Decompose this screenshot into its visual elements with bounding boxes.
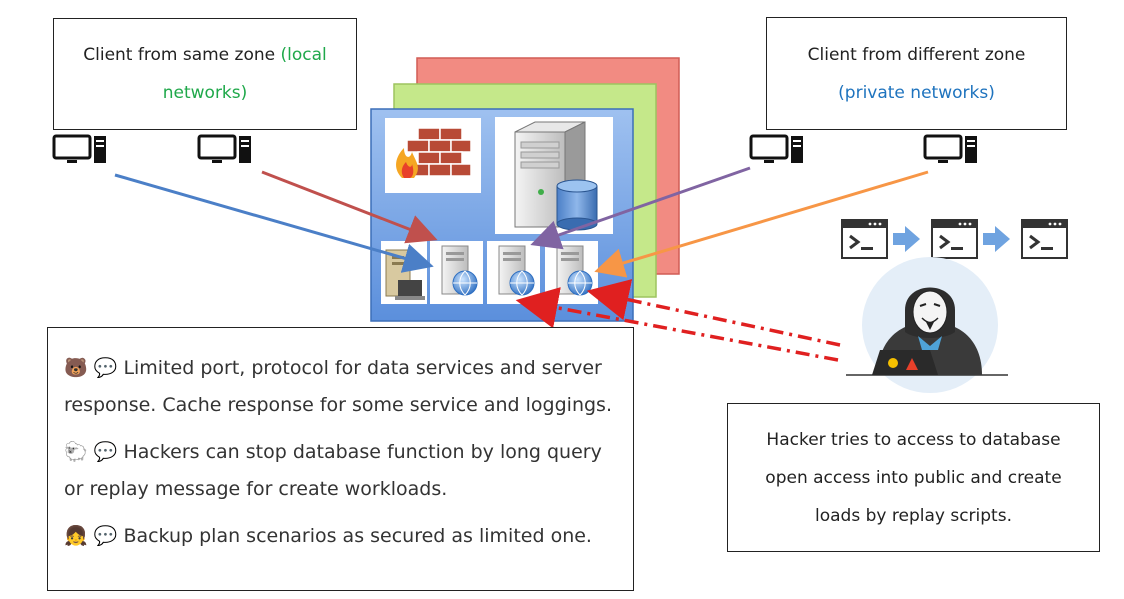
- client-same-zone-box: Client from same zone (local networks): [53, 18, 357, 130]
- hacker-text-line: loads by replay scripts.: [815, 505, 1012, 526]
- client-computer-icon: [749, 134, 803, 163]
- note-item: 👧 💬 Backup plan scenarios as secured as …: [64, 518, 619, 555]
- legacy-computer-icon: [381, 241, 427, 304]
- web-server-icon: [430, 241, 483, 304]
- flow-arrow-icon: [983, 226, 1010, 252]
- attack-arrow-2: [586, 279, 841, 347]
- note-text: Limited port, protocol for data services…: [64, 357, 612, 416]
- private-networks-label: (private networks): [838, 82, 995, 103]
- client-computer-icon: [197, 134, 251, 163]
- client-different-zone-label: Client from different zone: [807, 44, 1026, 65]
- arrow-local-client-1: [114, 173, 434, 273]
- web-server-icon: [487, 241, 540, 304]
- client-computer-icon: [923, 134, 977, 163]
- local-label: (local: [280, 45, 327, 65]
- note-text: Backup plan scenarios as secured as limi…: [123, 525, 592, 547]
- flow-arrow-icon: [893, 226, 920, 252]
- firewall-icon: [385, 118, 481, 193]
- hacker-text-line: Hacker tries to access to database: [766, 429, 1061, 450]
- hacker-description-box: Hacker tries to access to database open …: [727, 403, 1100, 552]
- speech-bubble-icon: 💬: [93, 441, 118, 463]
- terminal-icon: [1021, 219, 1068, 259]
- client-different-zone-box: Client from different zone (private netw…: [766, 17, 1067, 130]
- attack-arrow-1: [515, 287, 839, 362]
- notes-box: 🐻 💬 Limited port, protocol for data serv…: [47, 327, 634, 591]
- web-server-icon: [545, 241, 598, 304]
- client-same-zone-label: Client from same zone: [83, 45, 276, 65]
- database-server-icon: [495, 117, 613, 234]
- arrow-remote-client-1: [530, 166, 751, 250]
- girl-icon: 👧: [64, 525, 88, 547]
- note-item: 🐻 💬 Limited port, protocol for data serv…: [64, 350, 619, 424]
- hacker-icon: [846, 257, 1008, 393]
- arrow-remote-client-2: [594, 170, 929, 278]
- client-computer-icon: [52, 134, 106, 163]
- networks-label: networks): [162, 83, 248, 103]
- hacker-text-line: open access into public and create: [765, 467, 1062, 488]
- speech-bubble-icon: 💬: [93, 357, 118, 379]
- bear-icon: 🐻: [64, 357, 88, 379]
- note-text: Hackers can stop database function by lo…: [64, 441, 602, 500]
- note-item: 🐑 💬 Hackers can stop database function b…: [64, 434, 619, 508]
- terminal-icon: [931, 219, 978, 259]
- speech-bubble-icon: 💬: [93, 525, 118, 547]
- sheep-icon: 🐑: [64, 441, 88, 463]
- terminal-icon: [841, 219, 888, 259]
- arrow-local-client-2: [261, 170, 438, 244]
